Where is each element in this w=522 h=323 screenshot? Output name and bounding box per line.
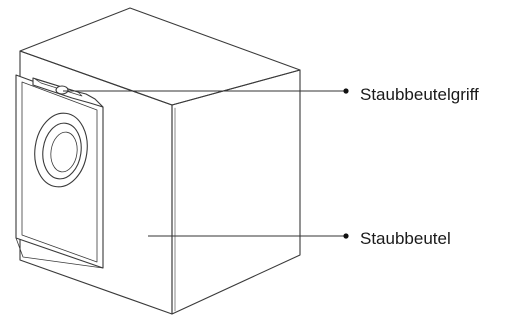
dust-bag-grip	[32, 77, 104, 108]
bag-inlet-middle	[42, 122, 82, 180]
dust-bag-plate-inner	[21, 81, 98, 263]
box-right-face	[171, 69, 301, 315]
callout-label-dust-bag-grip: Staubbeutelgriff	[360, 85, 479, 104]
leader-dot-bag	[343, 233, 349, 239]
bag-inlet-outer	[34, 112, 88, 188]
bag-inlet-inner	[50, 131, 78, 173]
leader-dot-grip	[343, 88, 349, 94]
callout-label-dust-bag: Staubbeutel	[360, 229, 451, 248]
bag-fold	[15, 237, 104, 269]
grip-hole	[55, 85, 69, 95]
